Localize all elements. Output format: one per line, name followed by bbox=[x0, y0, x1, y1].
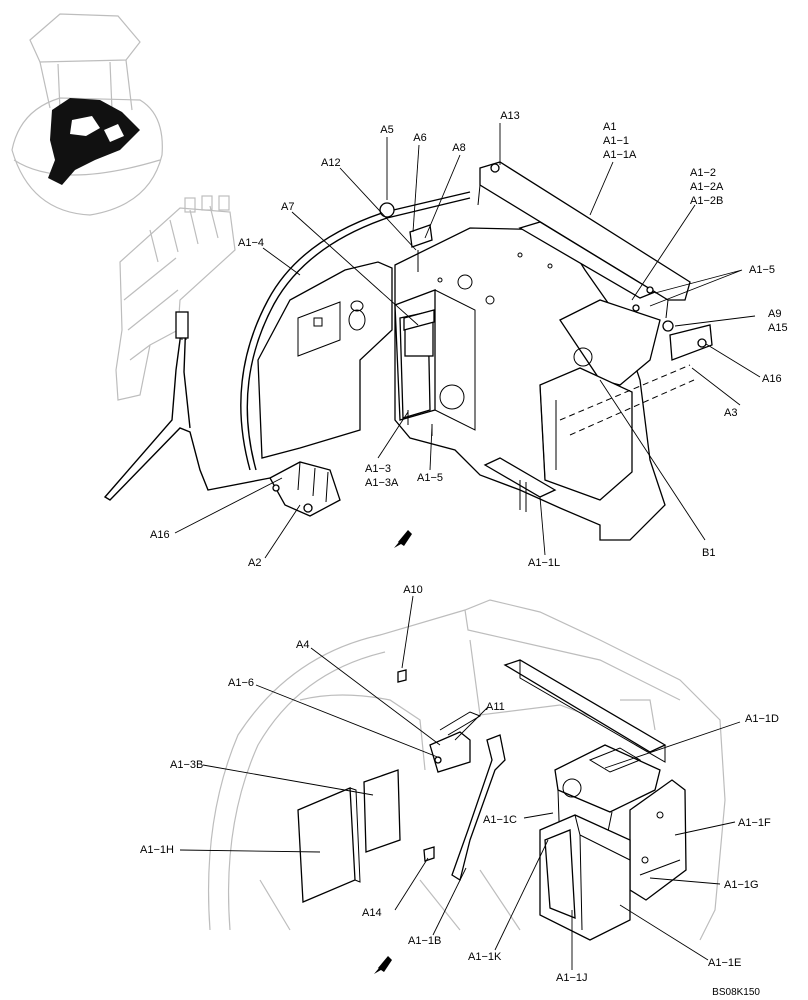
callout-A1-3B: A1−3B bbox=[170, 759, 203, 771]
callout-A4: A4 bbox=[296, 639, 309, 651]
callout-A1-1E: A1−1E bbox=[708, 957, 741, 969]
callout-A3: A3 bbox=[724, 407, 737, 419]
callout-A1-1G: A1−1G bbox=[724, 879, 759, 891]
callout-A1-2A: A1−2A bbox=[690, 181, 724, 193]
callout-B1: B1 bbox=[702, 547, 715, 559]
callout-A13: A13 bbox=[500, 110, 520, 122]
callout-A1-1L: A1−1L bbox=[528, 557, 560, 569]
callout-A1-1C: A1−1C bbox=[483, 814, 517, 826]
callout-A16-left: A16 bbox=[150, 529, 170, 541]
callout-A7: A7 bbox=[281, 201, 294, 213]
callout-A1-2B: A1−2B bbox=[690, 195, 723, 207]
callout-A1-1: A1−1 bbox=[603, 135, 629, 147]
callout-A9: A9 bbox=[768, 308, 781, 320]
drawing-code: BS08K150 bbox=[712, 987, 760, 998]
callout-A10: A10 bbox=[403, 584, 423, 596]
floor-cover-frame bbox=[240, 191, 471, 471]
callout-A1-1K: A1−1K bbox=[468, 951, 502, 963]
callout-A1-6: A1−6 bbox=[228, 677, 254, 689]
callout-A12: A12 bbox=[321, 157, 341, 169]
direction-arrow-icon-top bbox=[394, 530, 412, 548]
callout-A1-3: A1−3 bbox=[365, 463, 391, 475]
callout-A16-right: A16 bbox=[762, 373, 782, 385]
callout-labels: A13 A1 A1−1 A1−1A A1−2 A1−2A A1−2B A1−5 … bbox=[140, 110, 788, 998]
callout-A1-1J: A1−1J bbox=[556, 972, 588, 984]
callout-A1-2: A1−2 bbox=[690, 167, 716, 179]
callout-A1: A1 bbox=[603, 121, 616, 133]
lower-parts bbox=[297, 659, 687, 941]
harness-cable bbox=[103, 311, 271, 501]
cab-support-frame bbox=[379, 161, 713, 541]
callout-A1-1B: A1−1B bbox=[408, 935, 441, 947]
callout-A15: A15 bbox=[768, 322, 788, 334]
callout-A1-1D: A1−1D bbox=[745, 713, 779, 725]
callout-A2: A2 bbox=[248, 557, 261, 569]
callout-A11: A11 bbox=[486, 701, 505, 713]
control-valve-ghost bbox=[115, 195, 236, 401]
callout-A14: A14 bbox=[362, 907, 382, 919]
leader-lines bbox=[174, 123, 761, 970]
callout-A6: A6 bbox=[413, 132, 426, 144]
callout-A1-1A: A1−1A bbox=[603, 149, 637, 161]
direction-arrow-icon-bottom bbox=[374, 956, 392, 974]
callout-A1-4: A1−4 bbox=[238, 237, 264, 249]
callout-A1-1F: A1−1F bbox=[738, 817, 771, 829]
callout-A1-5-bottom: A1−5 bbox=[417, 472, 443, 484]
callout-A5: A5 bbox=[380, 124, 393, 136]
excavator-locator-icon bbox=[11, 13, 163, 216]
pedal-unit bbox=[269, 461, 341, 517]
callout-A8: A8 bbox=[452, 142, 465, 154]
callout-A1-3A: A1−3A bbox=[365, 477, 399, 489]
callout-A1-1H: A1−1H bbox=[140, 844, 174, 856]
lower-cab-ghost bbox=[207, 599, 726, 941]
callout-A1-5-top: A1−5 bbox=[749, 264, 775, 276]
